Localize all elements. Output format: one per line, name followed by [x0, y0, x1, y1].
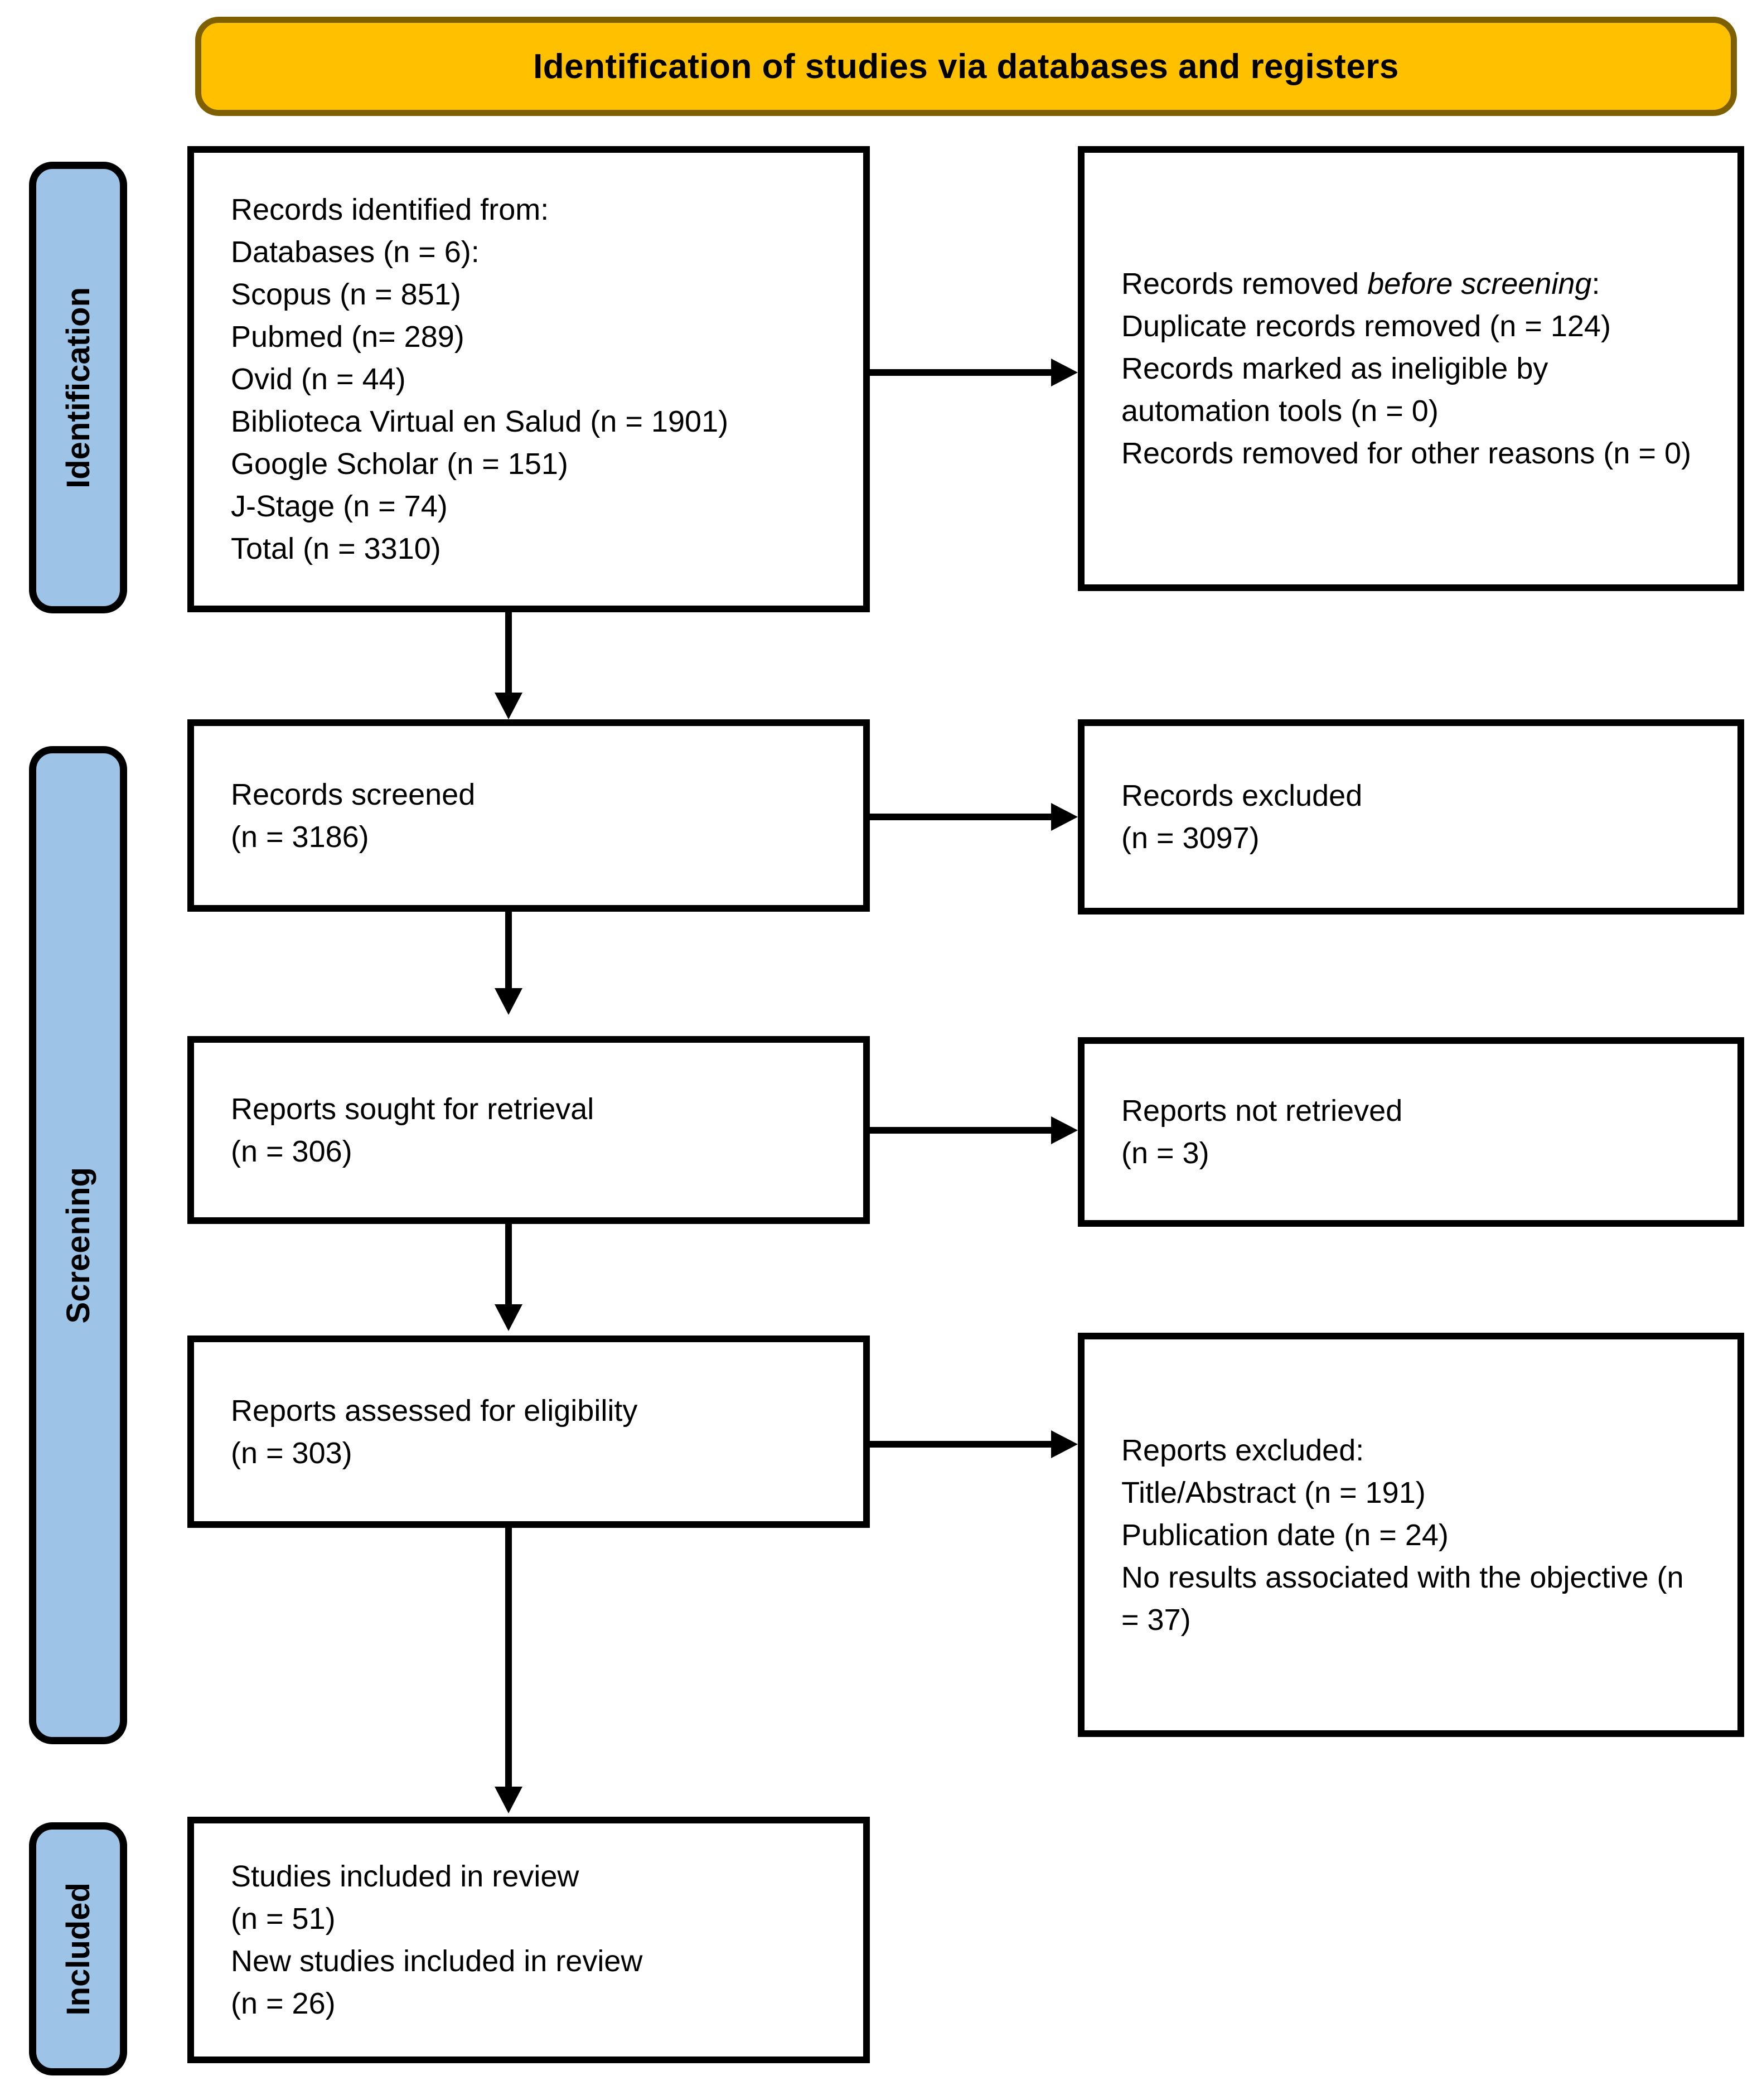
records-removed-lead: Records removed [1121, 267, 1368, 301]
stage-label-identification: Identification [29, 162, 127, 613]
text-line: Reports assessed for eligibility [231, 1393, 638, 1428]
text-line: J-Stage (n = 74) [231, 490, 448, 523]
box-reports-excluded: Reports excluded: Title/Abstract (n = 191… [1078, 1333, 1744, 1737]
arrow-sought-to-assessed [495, 1224, 522, 1331]
arrow-down-head [495, 988, 522, 1015]
text-line: New studies included in review [231, 1944, 643, 1978]
text-line: (n = 26) [231, 1987, 336, 2020]
text-line: Duplicate records removed (n = 124) [1121, 309, 1611, 343]
text-line: Reports not retrieved [1121, 1094, 1403, 1128]
stage-screening-text: Screening [60, 1167, 96, 1324]
text-line: (n = 3186) [231, 820, 369, 854]
box-records-screened: Records screened (n = 3186) [187, 719, 870, 912]
box-records-identified-text: Records identified from: Databases (n = 6… [194, 188, 863, 570]
arrow-shaft [505, 612, 512, 693]
text-line: Title/Abstract (n = 191) [1121, 1475, 1426, 1509]
box-reports-not-retrieved: Reports not retrieved (n = 3) [1078, 1037, 1744, 1227]
arrow-shaft [870, 814, 1051, 820]
text-line: Studies included in review [231, 1860, 579, 1893]
arrow-right-head [1051, 1430, 1078, 1458]
arrow-shaft [505, 1528, 512, 1787]
text-line: Records removed for other reasons (n = 0… [1121, 437, 1691, 470]
arrow-shaft [505, 912, 512, 988]
text-line: (n = 306) [231, 1134, 352, 1168]
text-line: (n = 3) [1121, 1136, 1209, 1170]
box-studies-included: Studies included in review (n = 51) New st… [187, 1817, 870, 2063]
arrow-down-head [495, 1304, 522, 1331]
arrow-assessed-to-included [495, 1528, 522, 1813]
box-records-removed-text: Records removed before screening: Duplic… [1085, 263, 1737, 475]
arrow-right-head [1051, 1116, 1078, 1144]
text-line: Records identified from: [231, 193, 549, 226]
box-records-screened-text: Records screened (n = 3186) [194, 773, 863, 858]
box-reports-sought-text: Reports sought for retrieval (n = 306) [194, 1088, 863, 1173]
text-line: Pubmed (n= 289) [231, 320, 464, 354]
text-line: Records screened [231, 777, 476, 811]
arrow-shaft [870, 1441, 1051, 1448]
box-reports-excluded-text: Reports excluded: Title/Abstract (n = 191… [1085, 1429, 1737, 1641]
stage-label-screening: Screening [29, 746, 127, 1744]
box-records-identified: Records identified from: Databases (n = 6… [187, 146, 870, 612]
arrow-sought-to-not-retrieved [870, 1116, 1078, 1144]
box-reports-sought: Reports sought for retrieval (n = 306) [187, 1036, 870, 1224]
box-records-excluded-text: Records excluded (n = 3097) [1085, 775, 1737, 859]
text-line: Databases (n = 6): [231, 235, 480, 269]
arrow-down-head [495, 1787, 522, 1813]
diagram-title: Identification of studies via databases … [533, 47, 1399, 86]
arrow-right-head [1051, 803, 1078, 831]
text-line: Scopus (n = 851) [231, 278, 461, 311]
records-removed-suffix: : [1591, 267, 1600, 301]
arrow-shaft [870, 1127, 1051, 1134]
records-removed-reasons: Duplicate records removed (n = 124) Recor… [1121, 305, 1701, 475]
stage-included-text: Included [60, 1882, 96, 2016]
text-line: Reports excluded: [1121, 1433, 1364, 1467]
arrow-right-head [1051, 359, 1078, 386]
text-line: Records excluded [1121, 779, 1363, 812]
arrow-identified-to-removed [870, 359, 1078, 386]
text-line: (n = 303) [231, 1436, 352, 1470]
stage-label-included: Included [29, 1822, 127, 2075]
box-records-excluded: Records excluded (n = 3097) [1078, 719, 1744, 914]
arrow-screened-to-excluded [870, 803, 1078, 831]
text-line: (n = 51) [231, 1902, 336, 1936]
text-line: No results associated with the objective… [1121, 1560, 1684, 1637]
arrow-identified-to-screened [495, 612, 522, 719]
arrow-down-head [495, 693, 522, 719]
arrow-assessed-to-excluded [870, 1430, 1078, 1458]
records-removed-heading: Records removed before screening: [1121, 263, 1701, 305]
text-line: Biblioteca Virtual en Salud (n = 1901) [231, 405, 729, 438]
title-banner: Identification of studies via databases … [195, 17, 1737, 116]
arrow-screened-to-sought [495, 912, 522, 1015]
text-line: Records marked as ineligible by automati… [1121, 352, 1548, 428]
box-reports-assessed-text: Reports assessed for eligibility (n = 303… [194, 1390, 863, 1474]
text-line: Google Scholar (n = 151) [231, 447, 568, 481]
text-line: Reports sought for retrieval [231, 1092, 594, 1126]
text-line: Ovid (n = 44) [231, 362, 406, 396]
arrow-shaft [505, 1224, 512, 1304]
box-reports-assessed: Reports assessed for eligibility (n = 303… [187, 1336, 870, 1528]
box-reports-not-retrieved-text: Reports not retrieved (n = 3) [1085, 1090, 1737, 1174]
stage-identification-text: Identification [60, 287, 96, 488]
box-studies-included-text: Studies included in review (n = 51) New st… [194, 1855, 863, 2025]
records-removed-italic: before screening [1367, 267, 1592, 301]
text-line: Total (n = 3310) [231, 532, 441, 565]
text-line: (n = 3097) [1121, 821, 1260, 855]
box-records-removed-before-screening: Records removed before screening: Duplic… [1078, 146, 1744, 591]
arrow-shaft [870, 369, 1051, 376]
text-line: Publication date (n = 24) [1121, 1518, 1449, 1552]
